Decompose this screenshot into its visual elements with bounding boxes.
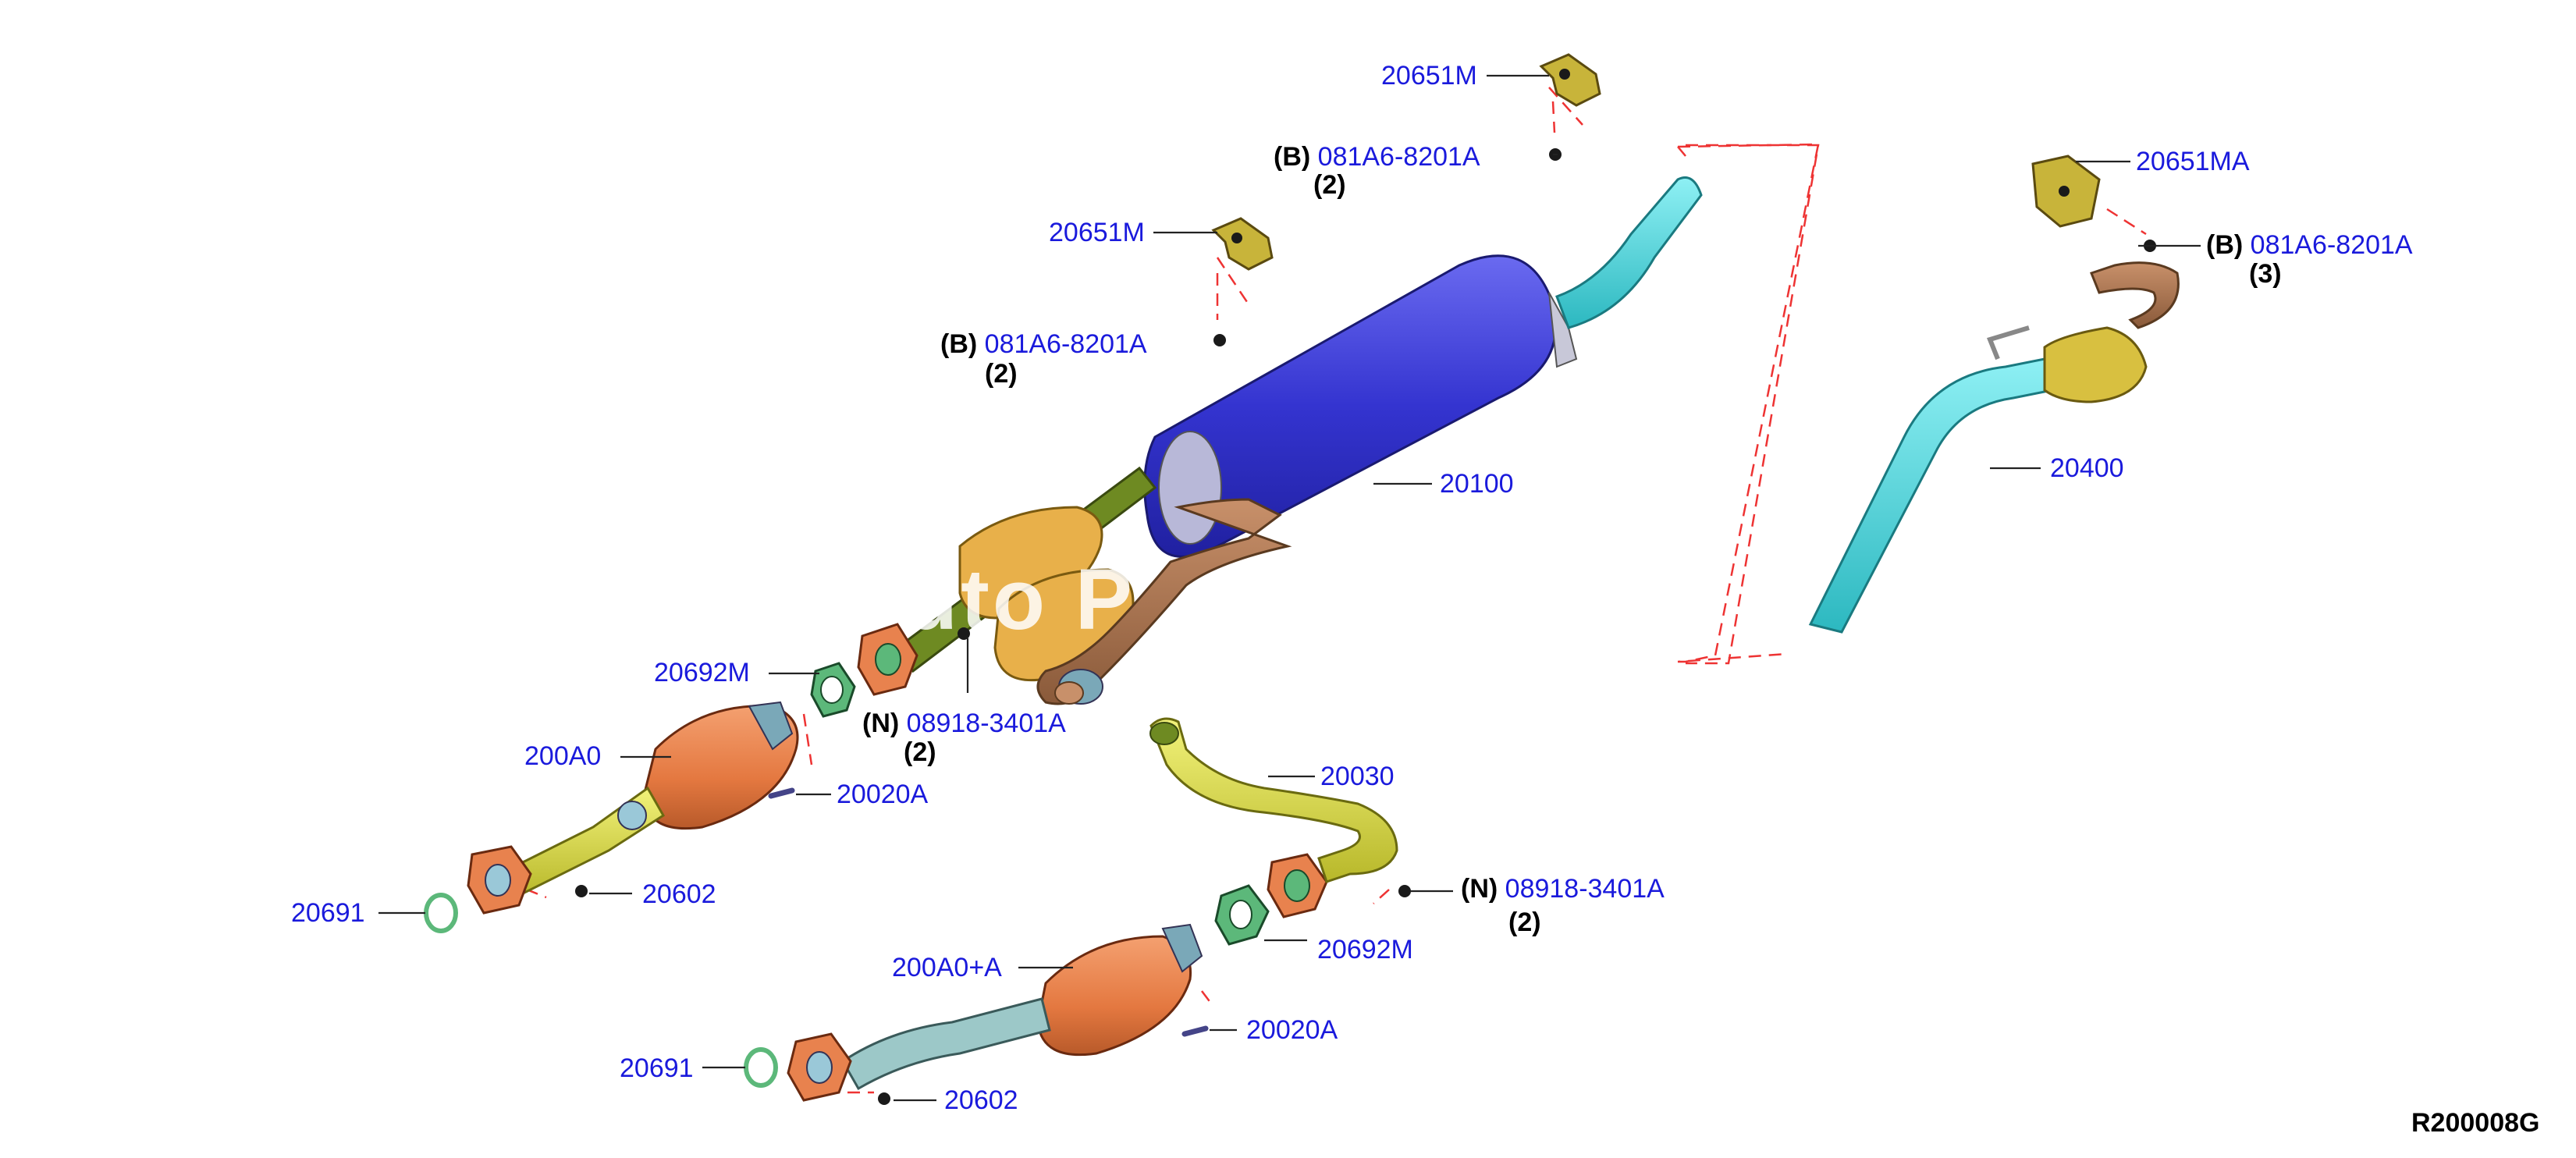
catalyst-200A0A — [787, 923, 1203, 1102]
label-20602-lower[interactable]: 20602 — [944, 1087, 1018, 1114]
label-081A6-right[interactable]: (B) 081A6-8201A — [2206, 232, 2413, 258]
qty-08918-right: (2) — [1508, 909, 1541, 936]
part-number: 081A6-8201A — [2250, 230, 2413, 260]
qty-081A6-top: (2) — [1313, 172, 1346, 198]
tail-stub — [1555, 176, 1703, 329]
part-number: 20020A — [837, 780, 929, 809]
part-number: 20692M — [1317, 935, 1413, 964]
quantity: (2) — [1313, 170, 1346, 200]
qty-081A6-right: (3) — [2249, 261, 2282, 287]
label-08918-left[interactable]: (N) 08918-3401A — [862, 710, 1066, 737]
label-20020A-left[interactable]: 20020A — [837, 781, 928, 808]
nut-20602-lower — [878, 1092, 890, 1105]
diagram-code: R200008G — [2411, 1108, 2540, 1138]
label-20100[interactable]: 20100 — [1440, 471, 1514, 497]
dashed-leaders — [506, 87, 2147, 1094]
label-20030[interactable]: 20030 — [1320, 763, 1395, 790]
part-number: 081A6-8201A — [984, 329, 1147, 359]
stud-20020A-left — [768, 787, 795, 799]
bracket-20651M-top — [1539, 53, 1601, 107]
code-tag: (N) — [862, 709, 900, 738]
part-number: 20020A — [1246, 1015, 1338, 1045]
part-number: 20400 — [2050, 453, 2124, 483]
quantity: (2) — [904, 737, 936, 767]
label-20691-left[interactable]: 20691 — [291, 900, 365, 926]
code-tag: (B) — [2206, 230, 2244, 260]
label-20691-lower[interactable]: 20691 — [620, 1055, 694, 1082]
part-number: 200A0 — [524, 741, 602, 771]
catalyst-200A0 — [467, 701, 799, 915]
quantity: (2) — [1508, 908, 1541, 937]
watermark-text: uto P — [905, 552, 1135, 648]
label-20020A-lower[interactable]: 20020A — [1246, 1017, 1338, 1043]
nut-08918-right — [1398, 885, 1411, 897]
part-number: 20602 — [642, 879, 716, 909]
bolt-mid — [1213, 334, 1226, 346]
leader-lines — [378, 74, 2201, 1102]
part-number: 20602 — [944, 1085, 1018, 1115]
part-number: 20691 — [291, 898, 365, 928]
bracket-20651M-mid — [1211, 217, 1274, 271]
code-tag: (N) — [1461, 874, 1498, 904]
part-number: 20651M — [1049, 218, 1145, 247]
qty-08918-left: (2) — [904, 739, 936, 765]
part-number: 20692M — [654, 658, 750, 687]
part-number: 20691 — [620, 1053, 694, 1083]
tailpipe-20400 — [1808, 261, 2180, 634]
part-number: 20651MA — [2136, 147, 2250, 176]
bracket-20651MA — [2031, 155, 2101, 228]
part-number: 081A6-8201A — [1317, 142, 1480, 172]
qty-081A6-mid: (2) — [985, 361, 1018, 387]
nut-20602-left — [575, 885, 588, 897]
stud-20020A-lower — [1181, 1025, 1209, 1037]
part-number: 08918-3401A — [906, 709, 1066, 738]
label-200A0A[interactable]: 200A0+A — [892, 954, 1002, 981]
gaskets — [424, 623, 1328, 1088]
part-number: 20030 — [1320, 762, 1395, 791]
label-20692M-left[interactable]: 20692M — [654, 659, 750, 686]
part-number: 08918-3401A — [1505, 874, 1665, 904]
quantity: (3) — [2249, 259, 2282, 289]
pipe-20030 — [1149, 717, 1398, 883]
front-pipe-assembly — [895, 466, 1292, 705]
part-number: 20100 — [1440, 469, 1514, 499]
part-number: 20651M — [1381, 61, 1477, 91]
label-20651M-top[interactable]: 20651M — [1381, 62, 1477, 89]
part-number: 200A0+A — [892, 953, 1002, 982]
label-081A6-mid[interactable]: (B) 081A6-8201A — [940, 331, 1147, 357]
label-081A6-top[interactable]: (B) 081A6-8201A — [1274, 144, 1480, 170]
nut-08918-left — [958, 627, 970, 640]
label-200A0[interactable]: 200A0 — [524, 743, 601, 769]
label-20602-left[interactable]: 20602 — [642, 881, 716, 908]
code-tag: (B) — [1274, 142, 1311, 172]
label-20400[interactable]: 20400 — [2050, 455, 2124, 481]
label-20651M-mid[interactable]: 20651M — [1049, 219, 1145, 246]
label-20692M-lower[interactable]: 20692M — [1317, 936, 1413, 963]
label-08918-right[interactable]: (N) 08918-3401A — [1461, 876, 1665, 902]
code-tag: (B) — [940, 329, 978, 359]
quantity: (2) — [985, 359, 1018, 389]
label-20651MA[interactable]: 20651MA — [2136, 148, 2250, 175]
